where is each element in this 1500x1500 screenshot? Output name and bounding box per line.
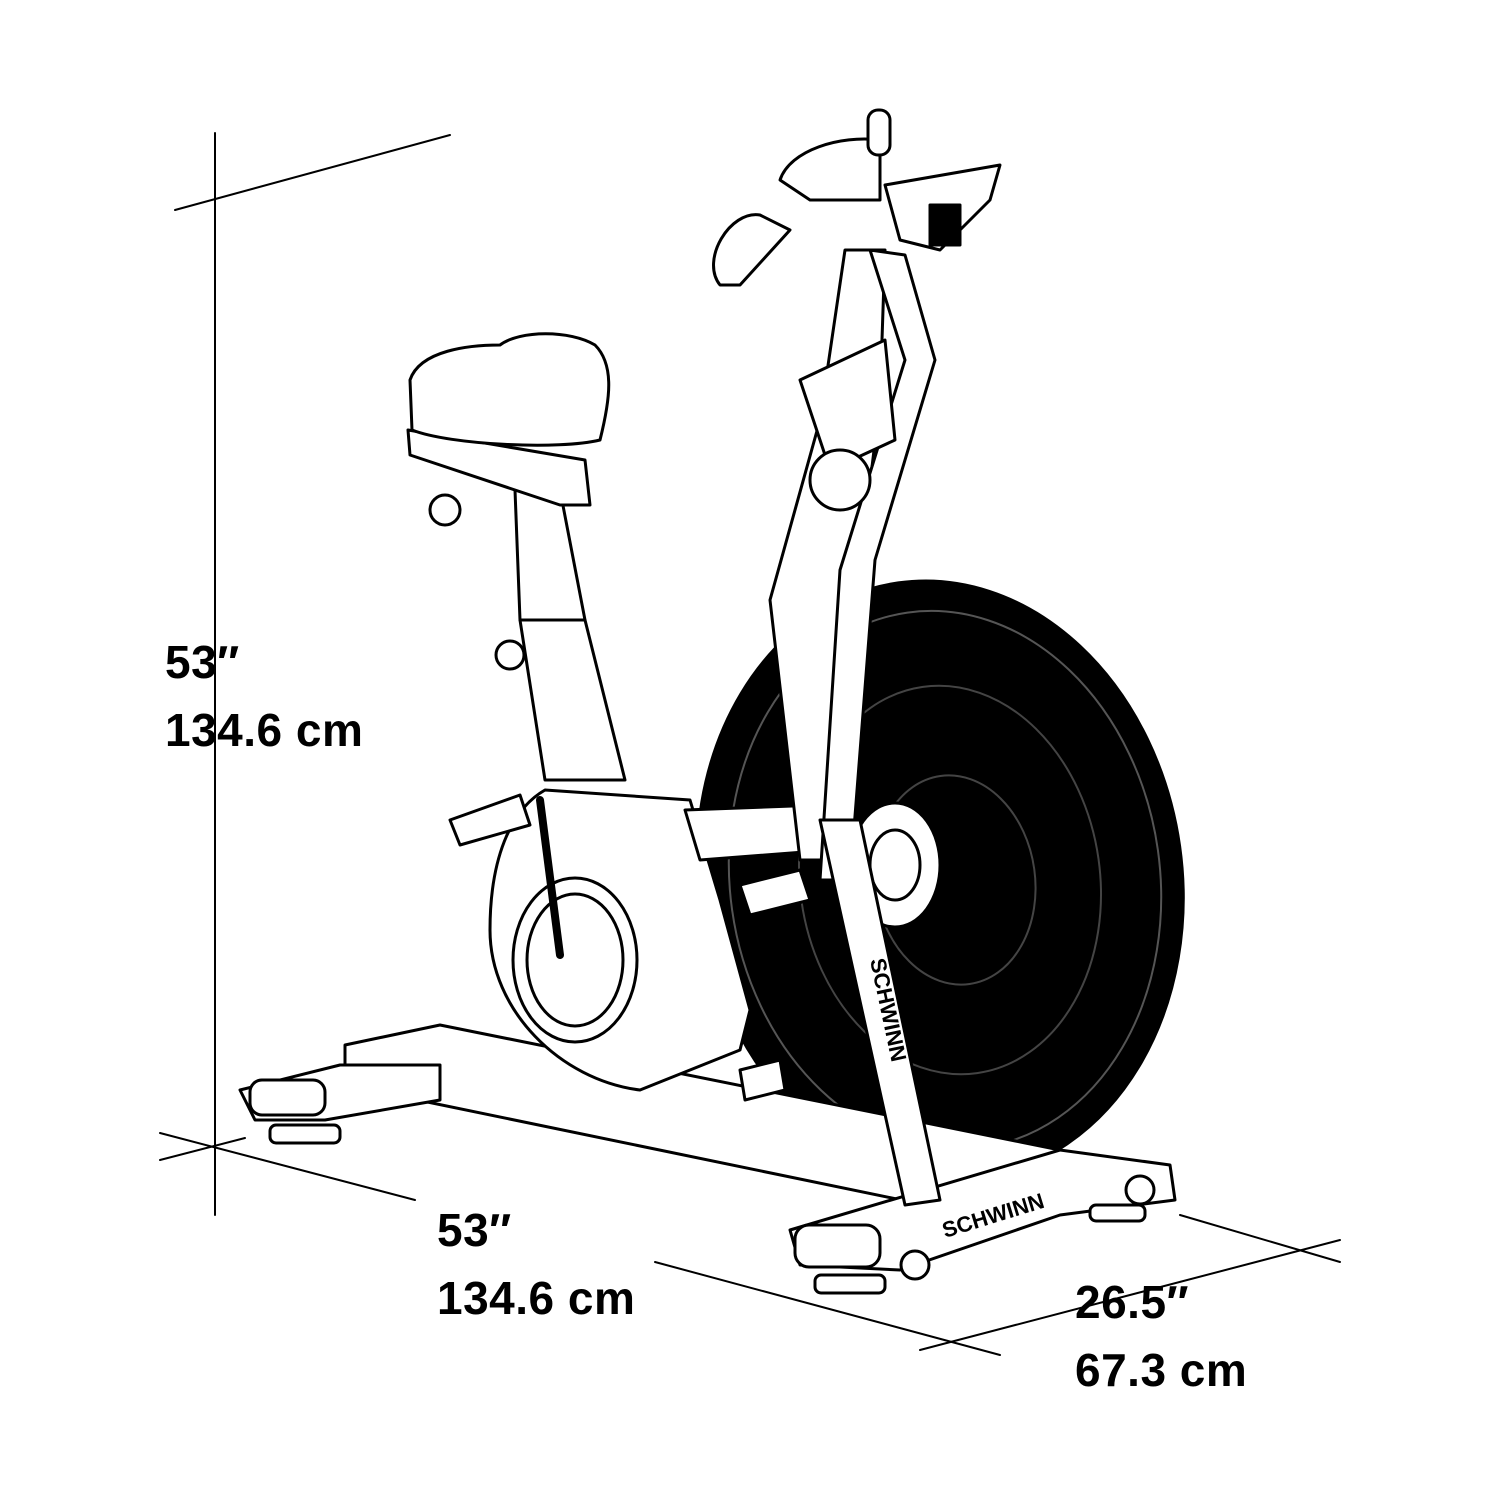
front-foot [793,1223,882,1269]
width-metric: 67.3 cm [1075,1344,1248,1396]
width-extension-line [1179,1214,1341,1263]
height-dimension-label: 53″ 134.6 cm [165,628,363,764]
height-metric: 134.6 cm [165,704,364,756]
width-dimension-label: 26.5″ 67.3 cm [1075,1268,1247,1404]
height-bottom-extension-line [159,1137,246,1161]
length-dimension-label: 53″ 134.6 cm [437,1196,635,1332]
dimension-lines [159,132,1341,1356]
length-metric: 134.6 cm [437,1272,636,1324]
rear-foot-left [248,1078,327,1117]
handlebar-assembly [712,108,1002,882]
width-dimension-line [919,1239,1341,1351]
length-dimension-line-b [654,1261,1001,1356]
width-imperial: 26.5″ [1075,1276,1190,1328]
base-frame [238,1023,1177,1295]
length-imperial: 53″ [437,1204,512,1256]
height-imperial: 53″ [165,636,240,688]
seat-assembly [406,332,627,782]
length-dimension-line-a [159,1132,416,1201]
seat [408,332,611,447]
height-top-extension-line [174,134,451,211]
crank-pedals [448,793,812,1102]
front-strut [818,818,942,1207]
